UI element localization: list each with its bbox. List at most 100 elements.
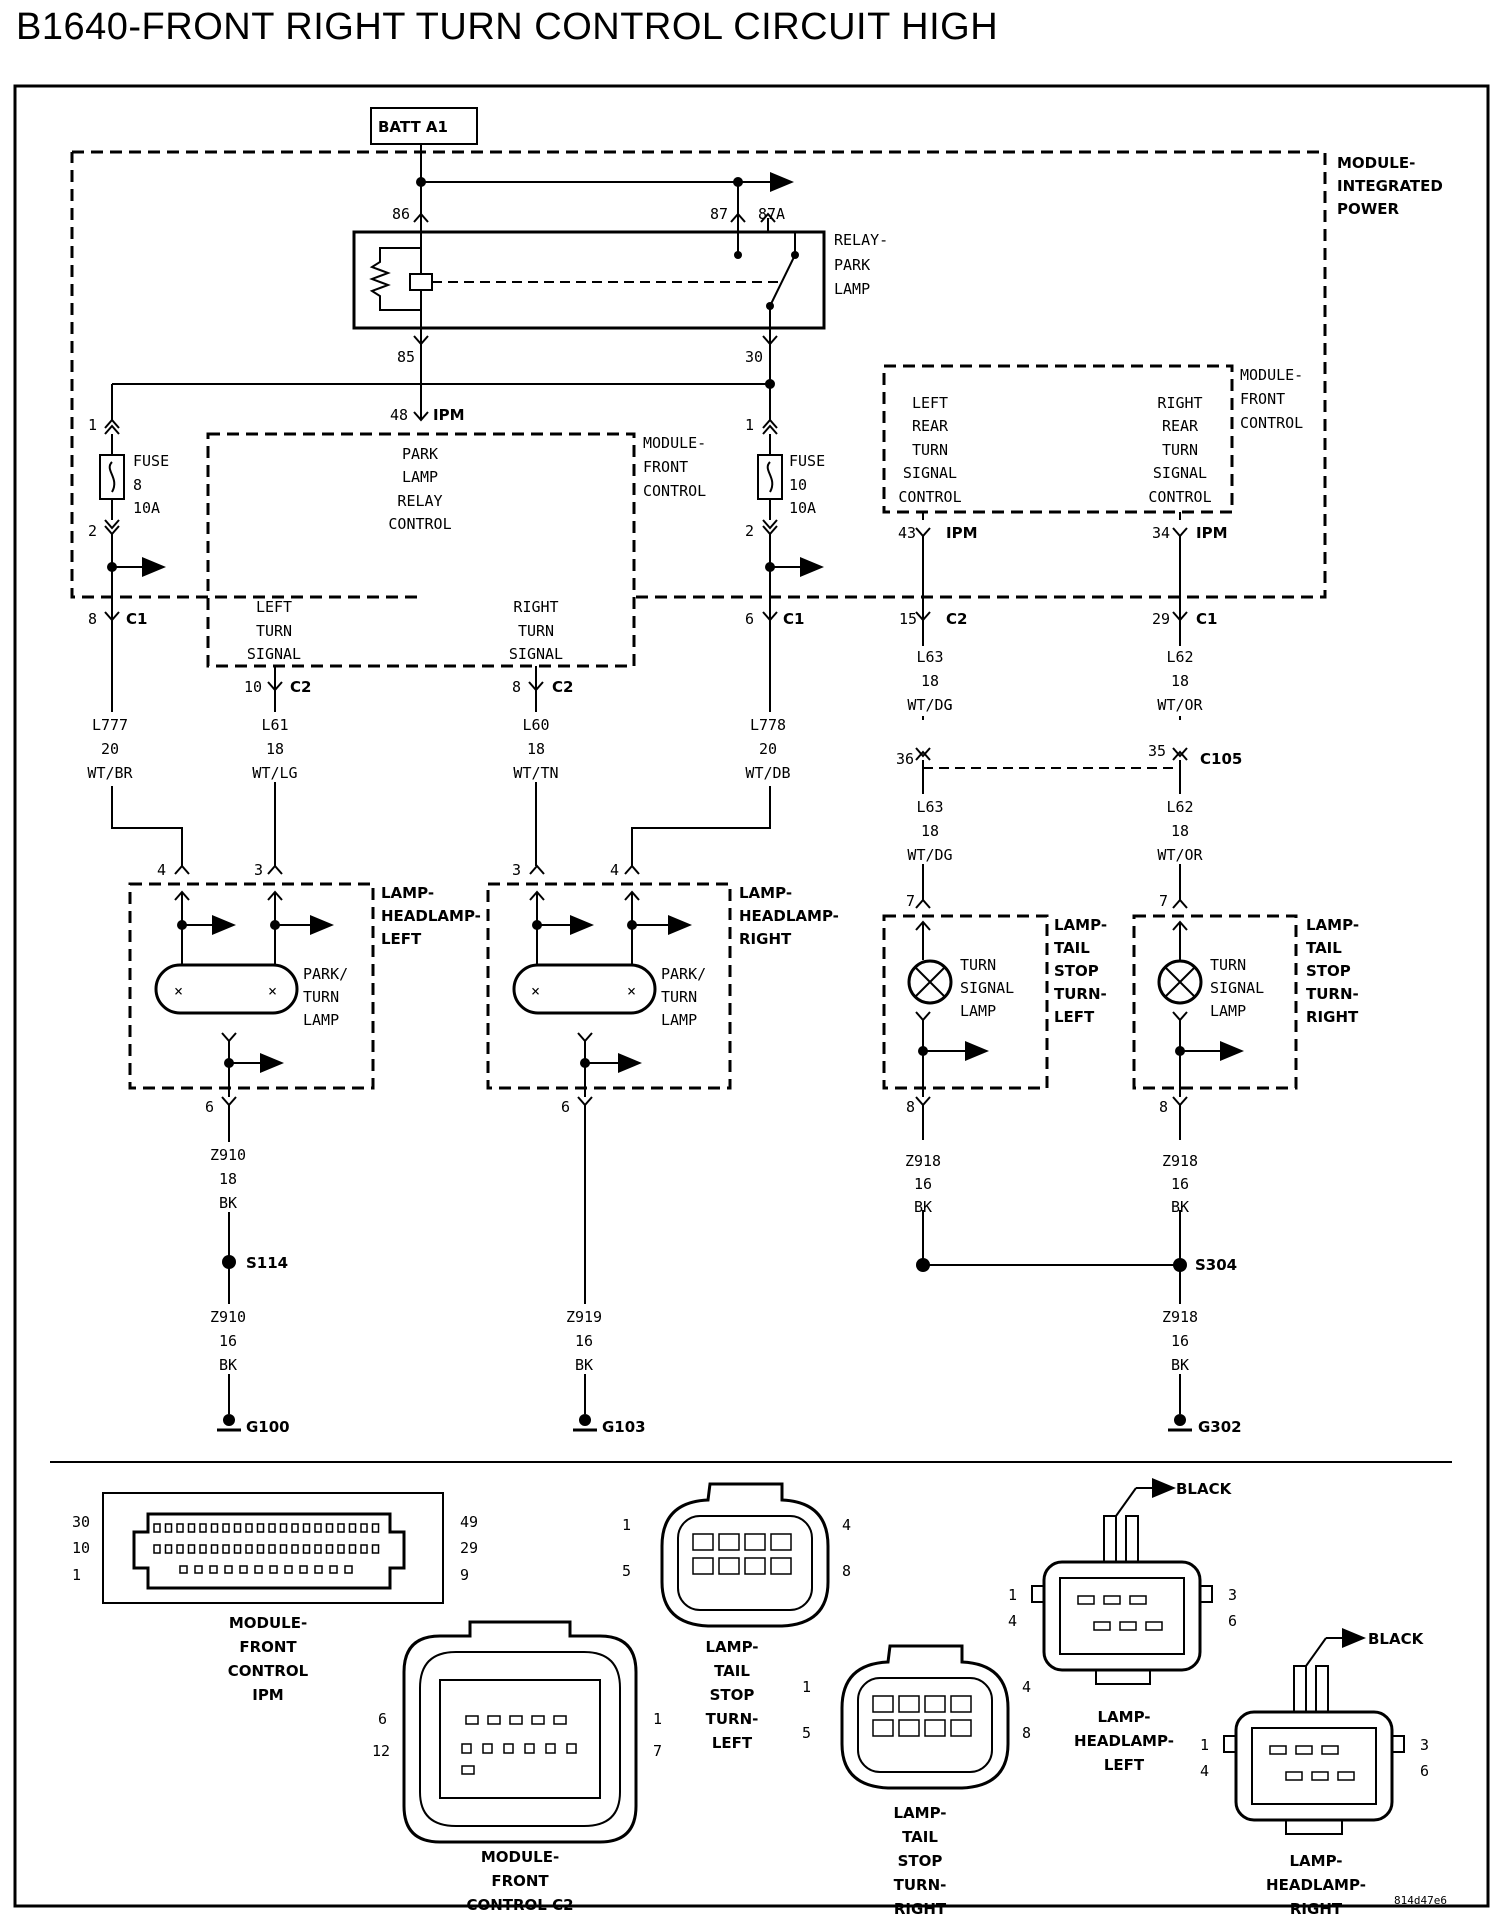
fuse8-label: FUSE 8 10A bbox=[133, 452, 169, 517]
tail-right-label: LAMP- TAIL STOP TURN- RIGHT bbox=[1306, 916, 1359, 1026]
svg-text:WT/DG: WT/DG bbox=[907, 846, 952, 864]
wire-z918-right: Z918 16 BK bbox=[1162, 1152, 1198, 1216]
headlamp-left-pin-4: 4 bbox=[157, 861, 166, 879]
svg-text:MODULE-: MODULE- bbox=[643, 434, 706, 452]
pin-cavity bbox=[325, 1544, 334, 1554]
right-rear-turn-signal-control-label: RIGHT REAR TURN SIGNAL CONTROL bbox=[1148, 394, 1211, 506]
pin-cavity bbox=[744, 1533, 766, 1551]
svg-text:REAR: REAR bbox=[912, 417, 949, 435]
pin-cavity bbox=[924, 1695, 946, 1713]
svg-text:RELAY-: RELAY- bbox=[834, 231, 888, 249]
svg-text:LAMP-: LAMP- bbox=[381, 884, 434, 902]
pin-cavity bbox=[461, 1765, 475, 1775]
svg-text:BK: BK bbox=[1171, 1356, 1189, 1374]
svg-text:LAMP: LAMP bbox=[402, 468, 438, 486]
pin-cavity bbox=[924, 1719, 946, 1737]
tail-right-bulb-label: TURN SIGNAL LAMP bbox=[1210, 956, 1264, 1020]
svg-text:L778: L778 bbox=[750, 716, 786, 734]
svg-text:SIGNAL: SIGNAL bbox=[1153, 464, 1207, 482]
svg-text:FRONT: FRONT bbox=[491, 1872, 549, 1890]
pin-cavity bbox=[770, 1557, 792, 1575]
relay-pin-87: 87 bbox=[710, 205, 728, 223]
svg-text:4: 4 bbox=[842, 1516, 851, 1534]
svg-text:TURN: TURN bbox=[912, 441, 948, 459]
pin-cavity bbox=[268, 1544, 276, 1554]
view-tail-left bbox=[660, 1482, 830, 1628]
pin-cavity bbox=[692, 1557, 714, 1575]
c2-right-label: C2 bbox=[552, 678, 573, 696]
pin-cavity bbox=[222, 1544, 230, 1554]
pin-cavity bbox=[291, 1544, 299, 1554]
relay-coil-resistor bbox=[369, 232, 422, 328]
pin-cavity bbox=[337, 1523, 345, 1533]
pin-cavity bbox=[360, 1523, 368, 1533]
pin-cavity bbox=[314, 1544, 322, 1554]
wire-l777: L777 20 WT/BR bbox=[87, 716, 133, 782]
svg-text:CONTROL: CONTROL bbox=[228, 1662, 309, 1680]
svg-text:30: 30 bbox=[72, 1513, 90, 1531]
tail-right-pin-8: 8 bbox=[1159, 1098, 1168, 1116]
svg-text:10A: 10A bbox=[133, 499, 160, 517]
headlamp-right-bulb-label: PARK/ TURN LAMP bbox=[661, 965, 706, 1029]
svg-text:MODULE-: MODULE- bbox=[1240, 366, 1303, 384]
pin-cavity bbox=[269, 1565, 278, 1574]
svg-text:29: 29 bbox=[460, 1539, 478, 1557]
splice-s304 bbox=[1173, 1258, 1187, 1272]
pin-cavity bbox=[268, 1523, 276, 1533]
view-headlamp-right bbox=[1223, 1628, 1405, 1835]
svg-text:MODULE-: MODULE- bbox=[1337, 154, 1415, 172]
svg-text:WT/DB: WT/DB bbox=[745, 764, 790, 782]
svg-text:TURN-: TURN- bbox=[894, 1876, 947, 1894]
svg-text:18: 18 bbox=[921, 822, 939, 840]
svg-text:PARK/: PARK/ bbox=[661, 965, 706, 983]
svg-text:12: 12 bbox=[372, 1742, 390, 1760]
svg-text:TURN-: TURN- bbox=[706, 1710, 759, 1728]
svg-text:LAMP-: LAMP- bbox=[1289, 1852, 1342, 1870]
svg-text:16: 16 bbox=[575, 1332, 593, 1350]
svg-text:1: 1 bbox=[1200, 1736, 1209, 1754]
svg-text:1: 1 bbox=[72, 1566, 81, 1584]
svg-text:Z918: Z918 bbox=[1162, 1308, 1198, 1326]
svg-text:STOP: STOP bbox=[1306, 962, 1351, 980]
c2-left-pin: 10 bbox=[244, 678, 262, 696]
fcm-rear-label: MODULE- FRONT CONTROL bbox=[1240, 366, 1303, 432]
svg-text:L62: L62 bbox=[1166, 648, 1193, 666]
headlamp-right-pin-3: 3 bbox=[512, 861, 521, 879]
tail-right-box bbox=[1132, 914, 1298, 1090]
pin-cavity bbox=[1129, 1595, 1147, 1605]
pin-cavity bbox=[199, 1544, 207, 1554]
svg-text:FUSE: FUSE bbox=[133, 452, 169, 470]
svg-text:LAMP-: LAMP- bbox=[893, 1804, 946, 1822]
svg-text:18: 18 bbox=[1171, 822, 1189, 840]
svg-text:CONTROL: CONTROL bbox=[643, 482, 706, 500]
headlamp-right-box bbox=[486, 882, 732, 1090]
svg-text:9: 9 bbox=[460, 1566, 469, 1584]
pin-cavity bbox=[692, 1533, 714, 1551]
svg-text:LEFT: LEFT bbox=[1054, 1008, 1095, 1026]
svg-text:6: 6 bbox=[378, 1710, 387, 1728]
svg-text:BK: BK bbox=[219, 1356, 237, 1374]
relay-pin-30: 30 bbox=[745, 348, 763, 366]
pin-cavity bbox=[744, 1557, 766, 1575]
svg-text:REAR: REAR bbox=[1162, 417, 1199, 435]
pin-cavity bbox=[898, 1719, 920, 1737]
wire-l63-bottom: L63 18 WT/DG bbox=[907, 798, 952, 864]
svg-text:20: 20 bbox=[759, 740, 777, 758]
batt-a1-label: BATT A1 bbox=[378, 118, 448, 136]
headlamp-left-bulb-label: PARK/ TURN LAMP bbox=[303, 965, 348, 1029]
pin-cavity bbox=[718, 1533, 740, 1551]
svg-text:WT/OR: WT/OR bbox=[1157, 696, 1203, 714]
pin-cavity bbox=[329, 1565, 338, 1574]
c1-right-label: C1 bbox=[783, 610, 804, 628]
svg-text:LAMP: LAMP bbox=[1210, 1002, 1246, 1020]
svg-text:8: 8 bbox=[842, 1562, 851, 1580]
pin-cavity bbox=[553, 1715, 567, 1725]
svg-text:16: 16 bbox=[914, 1175, 932, 1193]
svg-text:10: 10 bbox=[72, 1539, 90, 1557]
svg-text:CONTROL: CONTROL bbox=[1240, 414, 1303, 432]
ground-g103 bbox=[573, 1414, 597, 1432]
pin-cavity bbox=[872, 1719, 894, 1737]
pin-cavity bbox=[461, 1743, 472, 1754]
fuse10-pin1: 1 bbox=[745, 416, 754, 434]
svg-text:6: 6 bbox=[1228, 1612, 1237, 1630]
